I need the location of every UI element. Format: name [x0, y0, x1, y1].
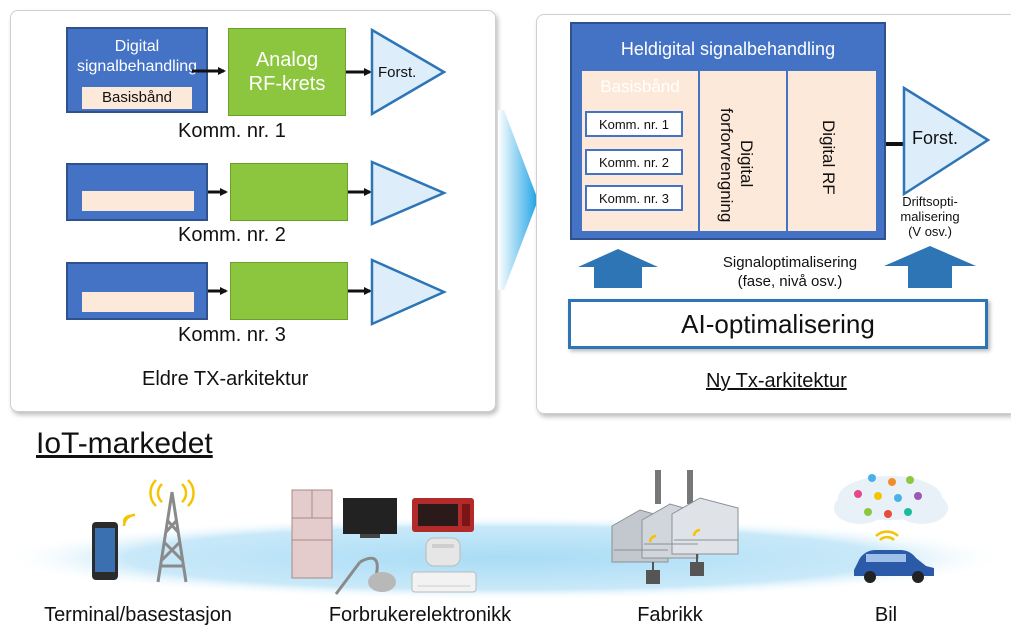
factory-icon: [611, 470, 739, 584]
iot-category-consumer: Forbrukerelektronikk: [328, 604, 512, 626]
legacy-rf-block-1: Analog RF-krets: [228, 28, 346, 116]
wifi-signal-icon: [122, 513, 136, 527]
predistortion-area: [700, 71, 786, 231]
cell-tower-icon: [156, 491, 188, 583]
market-ground-ellipse: [0, 516, 1010, 600]
factory-wifi-icon: [648, 528, 701, 543]
new-signal-paths: [578, 85, 991, 288]
all-digital-header: Heldigital signalbehandling: [620, 39, 836, 59]
car-wifi-icon: [875, 530, 899, 541]
op-line2: malisering: [900, 209, 960, 224]
new-channel-box-3: Komm. nr. 3: [585, 185, 683, 211]
sig-line2: (fase, nivå osv.): [737, 273, 843, 290]
predistortion-label: Digital forforvrengning: [716, 108, 756, 223]
iot-category-factory: Fabrikk: [637, 604, 703, 626]
predistortion-line2: forforvrengning: [717, 108, 736, 223]
ai-optimization-box: AI-optimalisering: [568, 299, 988, 349]
legacy-rf-block-2: [230, 163, 348, 221]
legacy-baseband-box: [82, 191, 194, 211]
digital-rf-label: Digital RF: [819, 119, 838, 195]
microwave-icon: [412, 498, 474, 532]
legacy-signal-paths: [192, 27, 448, 326]
new-channel-box-1: Komm. nr. 1: [585, 111, 683, 137]
legacy-baseband-box: Basisbånd: [82, 87, 192, 109]
rf-label-line1: Analog: [255, 49, 319, 71]
cloud-icon: [834, 476, 948, 524]
rf-label-line2: RF-krets: [248, 73, 326, 95]
legacy-dsp-block-2: [66, 163, 208, 221]
new-baseband-label: Basisbånd: [600, 77, 680, 96]
new-amp-label: Forst.: [912, 128, 959, 148]
legacy-channel-label-2: Komm. nr. 2: [178, 224, 286, 246]
car-icon: [854, 550, 934, 583]
television-icon: [343, 498, 397, 538]
dsp-label-line1: Digital: [114, 38, 160, 55]
legacy-amp-label: Forst.: [378, 64, 417, 81]
vacuum-body-icon: [368, 572, 396, 592]
iot-category-car: Bil: [874, 604, 898, 626]
operation-optimization-label: Driftsopti- malisering (V osv.): [884, 194, 976, 239]
new-channel-box-2: Komm. nr. 2: [585, 149, 683, 175]
transition-arrow-icon: [498, 110, 538, 290]
rice-cooker-icon: [425, 537, 461, 567]
legacy-channel-label-3: Komm. nr. 3: [178, 324, 286, 346]
dsp-label-line2: signalbehandling: [76, 58, 198, 75]
up-arrow-icon: [578, 246, 976, 288]
legacy-dsp-block-3: [66, 262, 208, 320]
digital-rf-area: [788, 71, 876, 231]
sig-line1: Signaloptimalisering: [722, 254, 858, 271]
iot-market-title: IoT-markedet: [36, 427, 213, 460]
arrow-right-icon: [192, 67, 372, 295]
legacy-title: Eldre TX-arkitektur: [142, 368, 309, 390]
new-title: Ny Tx-arkitektur: [706, 370, 847, 392]
predistortion-line1: Digital: [737, 140, 756, 188]
air-conditioner-icon: [411, 571, 477, 593]
legacy-baseband-box: [82, 292, 194, 312]
refrigerator-icon: [291, 489, 333, 579]
iot-category-terminal: Terminal/basestasjon: [44, 604, 232, 626]
smartphone-icon: [92, 522, 118, 580]
op-line3: (V osv.): [908, 224, 952, 239]
iot-market-illustration: [0, 470, 1010, 600]
vacuum-cleaner-icon: [334, 556, 379, 595]
legacy-rf-block-3: [230, 262, 348, 320]
amplifier-triangle-icon: [370, 27, 448, 326]
app-icons-icon: [854, 474, 922, 518]
op-line1: Driftsopti-: [902, 194, 958, 209]
amplifier-triangle-icon: [902, 85, 991, 197]
legacy-dsp-label-1: Digital signalbehandling: [68, 37, 206, 77]
legacy-dsp-block-1: Digital signalbehandling Basisbånd: [66, 27, 208, 113]
legacy-channel-label-1: Komm. nr. 1: [178, 120, 286, 142]
tower-wifi-icon: [149, 479, 195, 507]
signal-optimization-label: Signaloptimalisering (fase, nivå osv.): [690, 253, 890, 291]
